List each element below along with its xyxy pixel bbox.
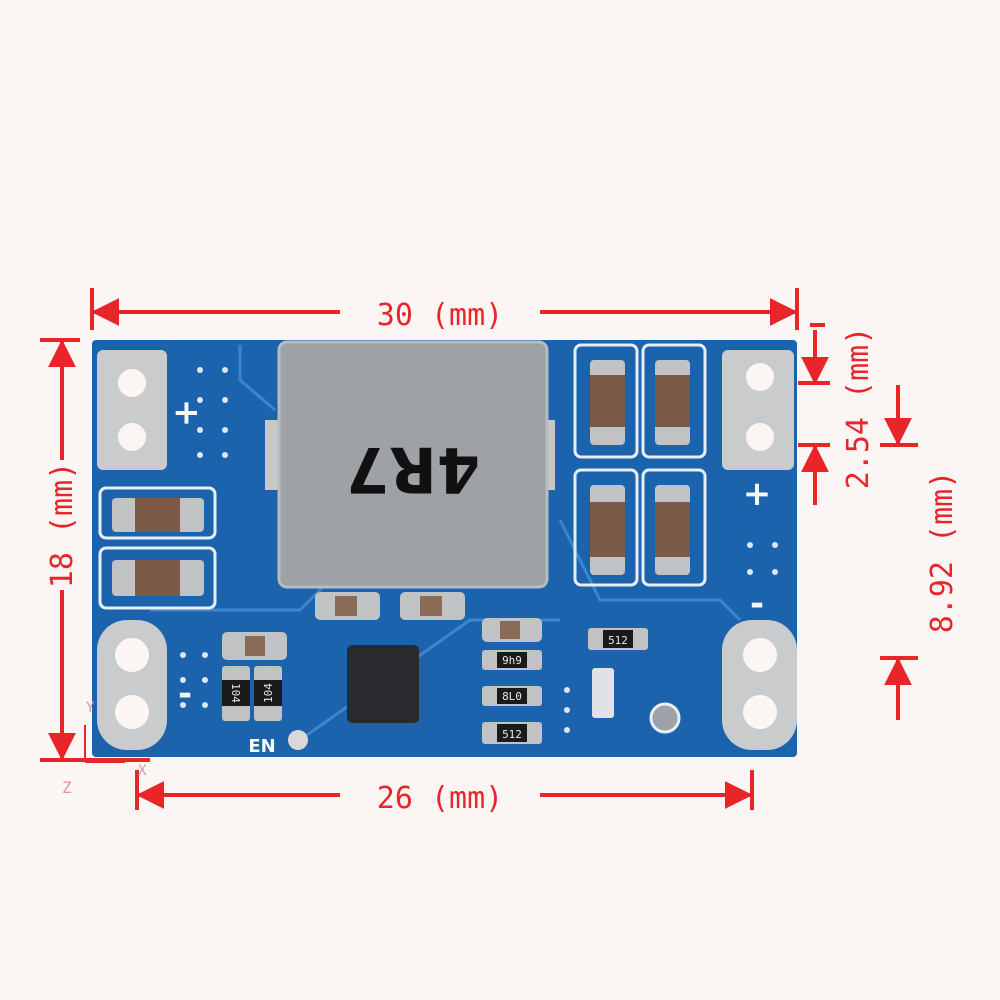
ic-chip [347, 645, 419, 723]
inductor: 4R7 [265, 340, 555, 589]
dimension-lines [40, 288, 918, 810]
axis-x-label: X [138, 763, 147, 779]
resistor-marking-2: 104 [262, 683, 275, 703]
enable-label: EN [248, 736, 275, 757]
capacitors [98, 343, 707, 660]
dimension-pin-pitch: 2.54 (mm) [841, 327, 876, 490]
dimension-height-left: 18 (mm) [45, 462, 80, 588]
pin-holes [115, 363, 777, 729]
inductor-marking: 4R7 [346, 433, 480, 506]
minus-label-left: - [178, 674, 192, 714]
vias [180, 367, 778, 750]
minus-label-right: - [750, 584, 764, 624]
resistor-marking-4: 8L0 [502, 690, 522, 703]
pin-pads [97, 350, 797, 750]
resistor-marking-3: 9h9 [502, 654, 522, 667]
resistor-marking-6: 512 [608, 634, 628, 647]
plus-label-left: + [166, 399, 206, 428]
axis-y-label: Y [86, 700, 95, 716]
resistor-marking-5: 512 [502, 728, 522, 741]
axis-indicator [84, 725, 125, 763]
dimension-pin-spacing: 8.92 (mm) [925, 471, 960, 634]
resistors: 104 104 9h9 8L0 512 512 [222, 628, 681, 744]
dimension-width-bottom: 26 (mm) [377, 781, 503, 816]
led [592, 668, 614, 718]
resistor-marking-1: 104 [229, 683, 242, 703]
plus-label-right: + [743, 474, 772, 514]
axis-z-label: Z [62, 778, 72, 797]
dimension-width-top: 30 (mm) [377, 298, 503, 333]
